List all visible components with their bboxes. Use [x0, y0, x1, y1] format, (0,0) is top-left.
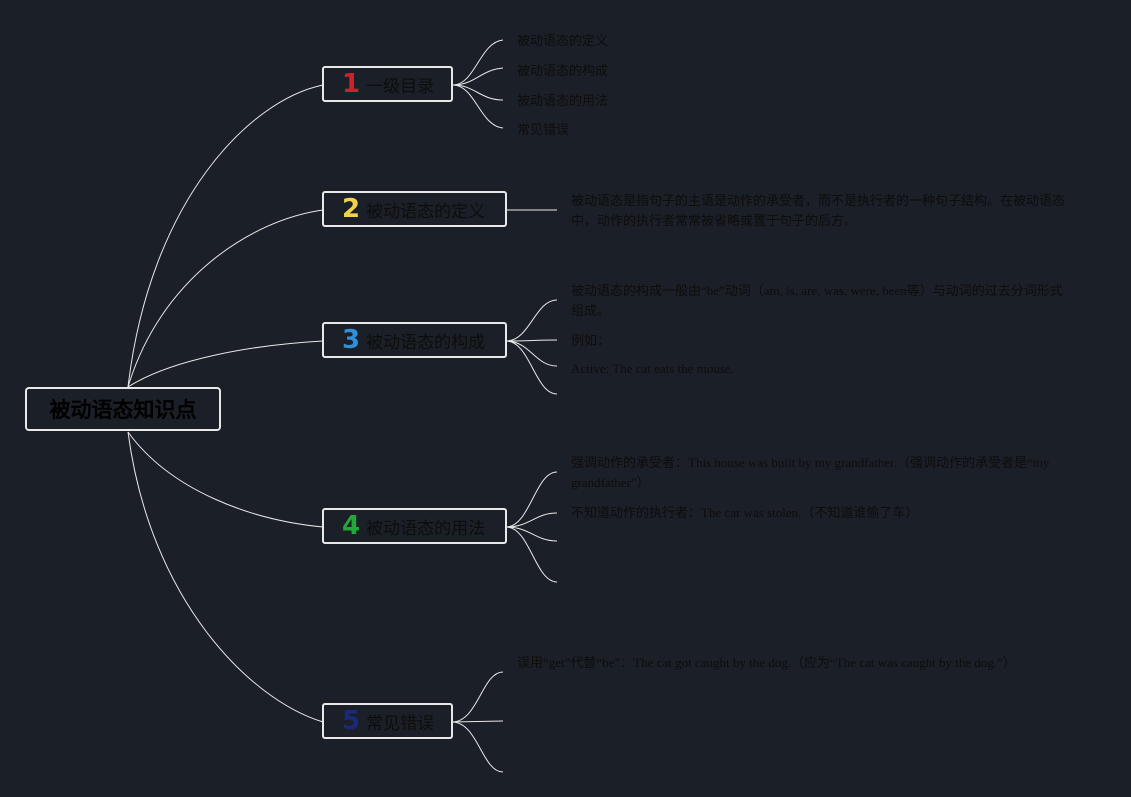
detail-text[interactable]: 被动语态的构成一般由“be”动词（am, is, are, was, were,…	[571, 283, 1063, 318]
detail-text[interactable]: 强调动作的承受者：This house was built by my gran…	[571, 455, 1050, 490]
root-node-label: 被动语态知识点	[49, 398, 197, 422]
branch-label-4: 被动语态的用法	[366, 518, 486, 539]
branch-node-2[interactable]: 2 被动语态的定义	[322, 191, 507, 227]
connector-root-4	[127, 431, 324, 528]
connector-3-b	[505, 339, 558, 342]
connector-4-c	[505, 526, 558, 542]
connector-3-c	[505, 340, 558, 367]
branch-number-1: 1	[342, 69, 361, 99]
detail-text[interactable]: 例如：	[571, 333, 611, 348]
connector-root-5	[127, 431, 324, 723]
branch-label-3: 被动语态的构成	[366, 332, 486, 353]
connector-5-c	[451, 721, 504, 773]
connector-root-3	[127, 340, 324, 388]
connector-4-a	[505, 471, 558, 528]
connector-4-d	[505, 526, 558, 583]
connector-4-b	[505, 512, 558, 528]
detail-text[interactable]: 被动语态是指句子的主语是动作的承受者，而不是执行者的一种句子结构。在被动语态中，…	[571, 193, 1066, 228]
branch-number-4: 4	[342, 511, 361, 541]
detail-text[interactable]: 不知道动作的执行者：The car was stolen.（不知道谁偷了车）	[571, 505, 919, 520]
leaf-item[interactable]: 常见错误	[517, 123, 570, 138]
branch-node-4[interactable]: 4 被动语态的用法	[322, 508, 507, 544]
leaf-item[interactable]: 被动语态的构成	[517, 64, 609, 79]
root-node[interactable]: 被动语态知识点	[25, 387, 221, 431]
connector-1-b	[452, 67, 504, 86]
connector-3-d	[505, 340, 558, 395]
leaf-item[interactable]: 被动语态的用法	[517, 94, 609, 109]
branch-label-5: 常见错误	[366, 713, 435, 734]
connector-root-1	[127, 84, 324, 388]
connector-root-2	[127, 209, 324, 388]
branch-number-3: 3	[342, 325, 361, 355]
connector-5-a	[451, 671, 504, 723]
branch-node-1[interactable]: 1 一级目录	[322, 66, 453, 102]
connector-1-a	[452, 39, 504, 86]
branch-label-1: 一级目录	[366, 76, 435, 97]
detail-text[interactable]: Active: The cat eats the mouse.	[571, 361, 734, 376]
leaf-item[interactable]: 被动语态的定义	[517, 34, 609, 49]
connector-3-a	[505, 299, 558, 342]
branch-node-5[interactable]: 5 常见错误	[322, 703, 453, 739]
branch-node-3[interactable]: 3 被动语态的构成	[322, 322, 507, 358]
branch-label-2: 被动语态的定义	[366, 201, 486, 222]
branch-number-5: 5	[342, 706, 361, 736]
connector-1-d	[452, 84, 504, 129]
branch-number-2: 2	[342, 194, 361, 224]
detail-text[interactable]: 误用“get”代替“be”：The cat got caught by the …	[517, 655, 1016, 670]
connector-5-b	[451, 720, 504, 723]
